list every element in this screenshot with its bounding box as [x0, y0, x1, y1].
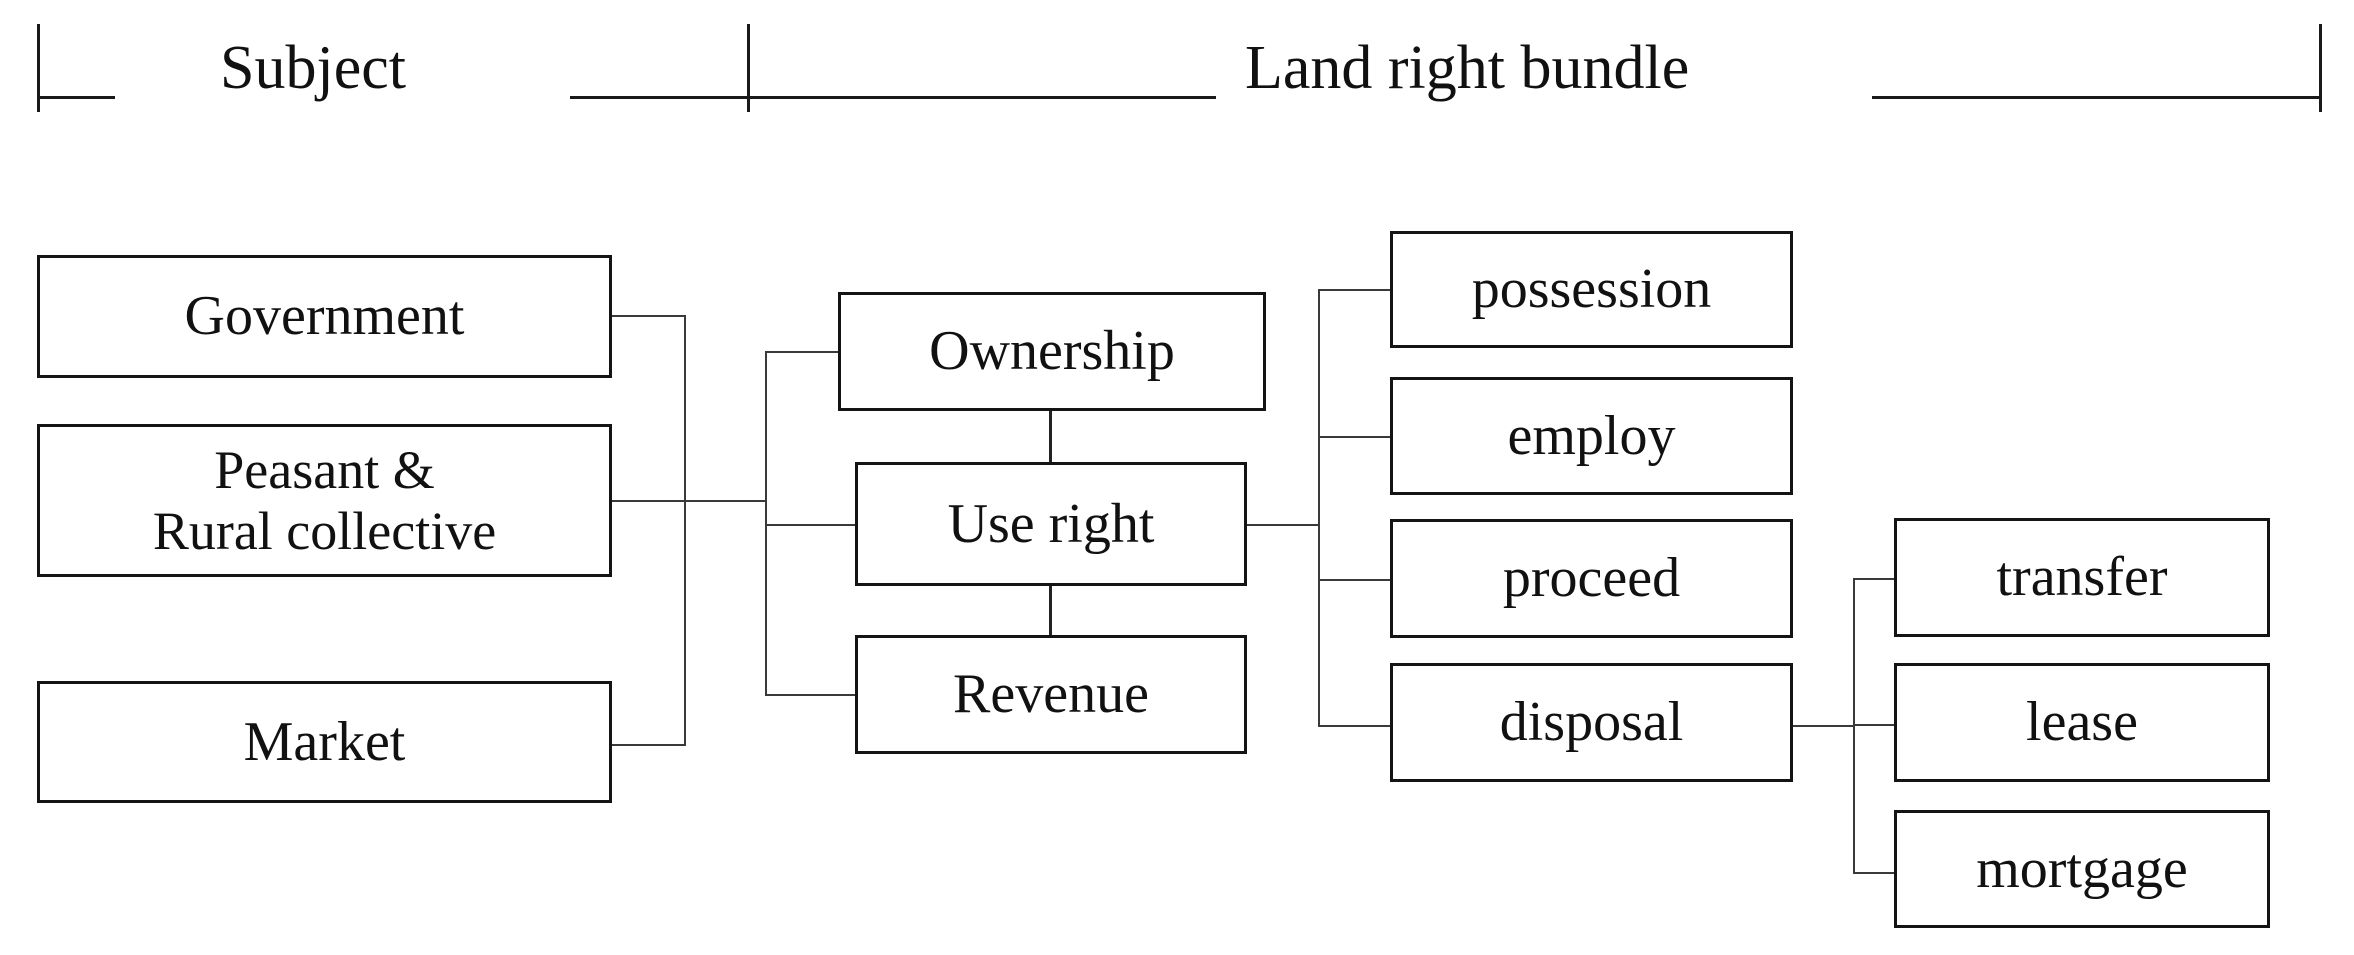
header-rule-middle: [570, 96, 1216, 99]
node-government[interactable]: Government: [37, 255, 612, 378]
node-use-right[interactable]: Use right: [855, 462, 1247, 586]
header-tick-left: [37, 24, 40, 112]
node-disposal-label: disposal: [1499, 691, 1684, 754]
node-peasant-rural-collective-label-line2: Rural collective: [152, 500, 497, 561]
header-rule-right-stub: [1872, 96, 2322, 99]
node-transfer[interactable]: transfer: [1894, 518, 2270, 637]
edge-ownership-to-use-right: [1049, 408, 1052, 465]
node-mortgage-label: mortgage: [1976, 837, 2188, 900]
node-proceed-label: proceed: [1502, 547, 1681, 610]
components-bus-vertical: [1318, 289, 1320, 726]
edge-bus-to-use-right: [765, 524, 857, 526]
node-peasant-rural-collective-label-line1: Peasant &: [214, 440, 435, 501]
header-tick-middle: [747, 24, 750, 112]
header-label-subject: Subject: [220, 34, 406, 102]
node-government-label: Government: [184, 285, 465, 348]
edge-bus-to-employ: [1318, 436, 1392, 438]
edge-bus-to-possession: [1318, 289, 1392, 291]
edge-use-right-to-revenue: [1049, 583, 1052, 638]
node-lease[interactable]: lease: [1894, 663, 2270, 782]
node-market-label: Market: [243, 710, 406, 773]
node-use-right-label: Use right: [947, 492, 1155, 555]
node-possession-label: possession: [1471, 258, 1712, 321]
header-label-land-right-bundle: Land right bundle: [1245, 34, 1690, 102]
node-revenue-label: Revenue: [953, 663, 1149, 726]
disposal-bus-vertical: [1853, 578, 1855, 874]
node-market[interactable]: Market: [37, 681, 612, 803]
edge-disposal-trunk: [1793, 725, 1855, 727]
edge-bus-to-revenue: [765, 694, 857, 696]
edge-bus-to-ownership: [765, 351, 840, 353]
node-transfer-label: transfer: [1996, 546, 2168, 609]
edge-bus-to-transfer: [1853, 578, 1897, 580]
node-ownership[interactable]: Ownership: [838, 292, 1266, 411]
edge-market-stub: [612, 744, 686, 746]
node-possession[interactable]: possession: [1390, 231, 1793, 348]
edge-subject-trunk: [612, 500, 767, 502]
node-disposal[interactable]: disposal: [1390, 663, 1793, 782]
edge-bus-to-disposal: [1318, 725, 1392, 727]
right-category-bus-vertical: [765, 351, 767, 695]
node-mortgage[interactable]: mortgage: [1894, 810, 2270, 928]
node-ownership-label: Ownership: [929, 320, 1175, 383]
edge-bus-to-lease: [1853, 724, 1897, 726]
node-peasant-rural-collective[interactable]: Peasant & Rural collective: [37, 424, 612, 577]
node-employ[interactable]: employ: [1390, 377, 1793, 495]
edge-bus-to-proceed: [1318, 579, 1392, 581]
subject-bus-vertical: [684, 315, 686, 745]
header-tick-right: [2319, 24, 2322, 112]
node-revenue[interactable]: Revenue: [855, 635, 1247, 754]
node-employ-label: employ: [1507, 404, 1676, 467]
edge-bus-to-mortgage: [1853, 872, 1897, 874]
node-proceed[interactable]: proceed: [1390, 519, 1793, 638]
edge-government-stub: [612, 315, 686, 317]
node-lease-label: lease: [2026, 691, 2138, 754]
edge-use-right-trunk: [1247, 524, 1320, 526]
header-rule-left-stub: [37, 96, 115, 99]
